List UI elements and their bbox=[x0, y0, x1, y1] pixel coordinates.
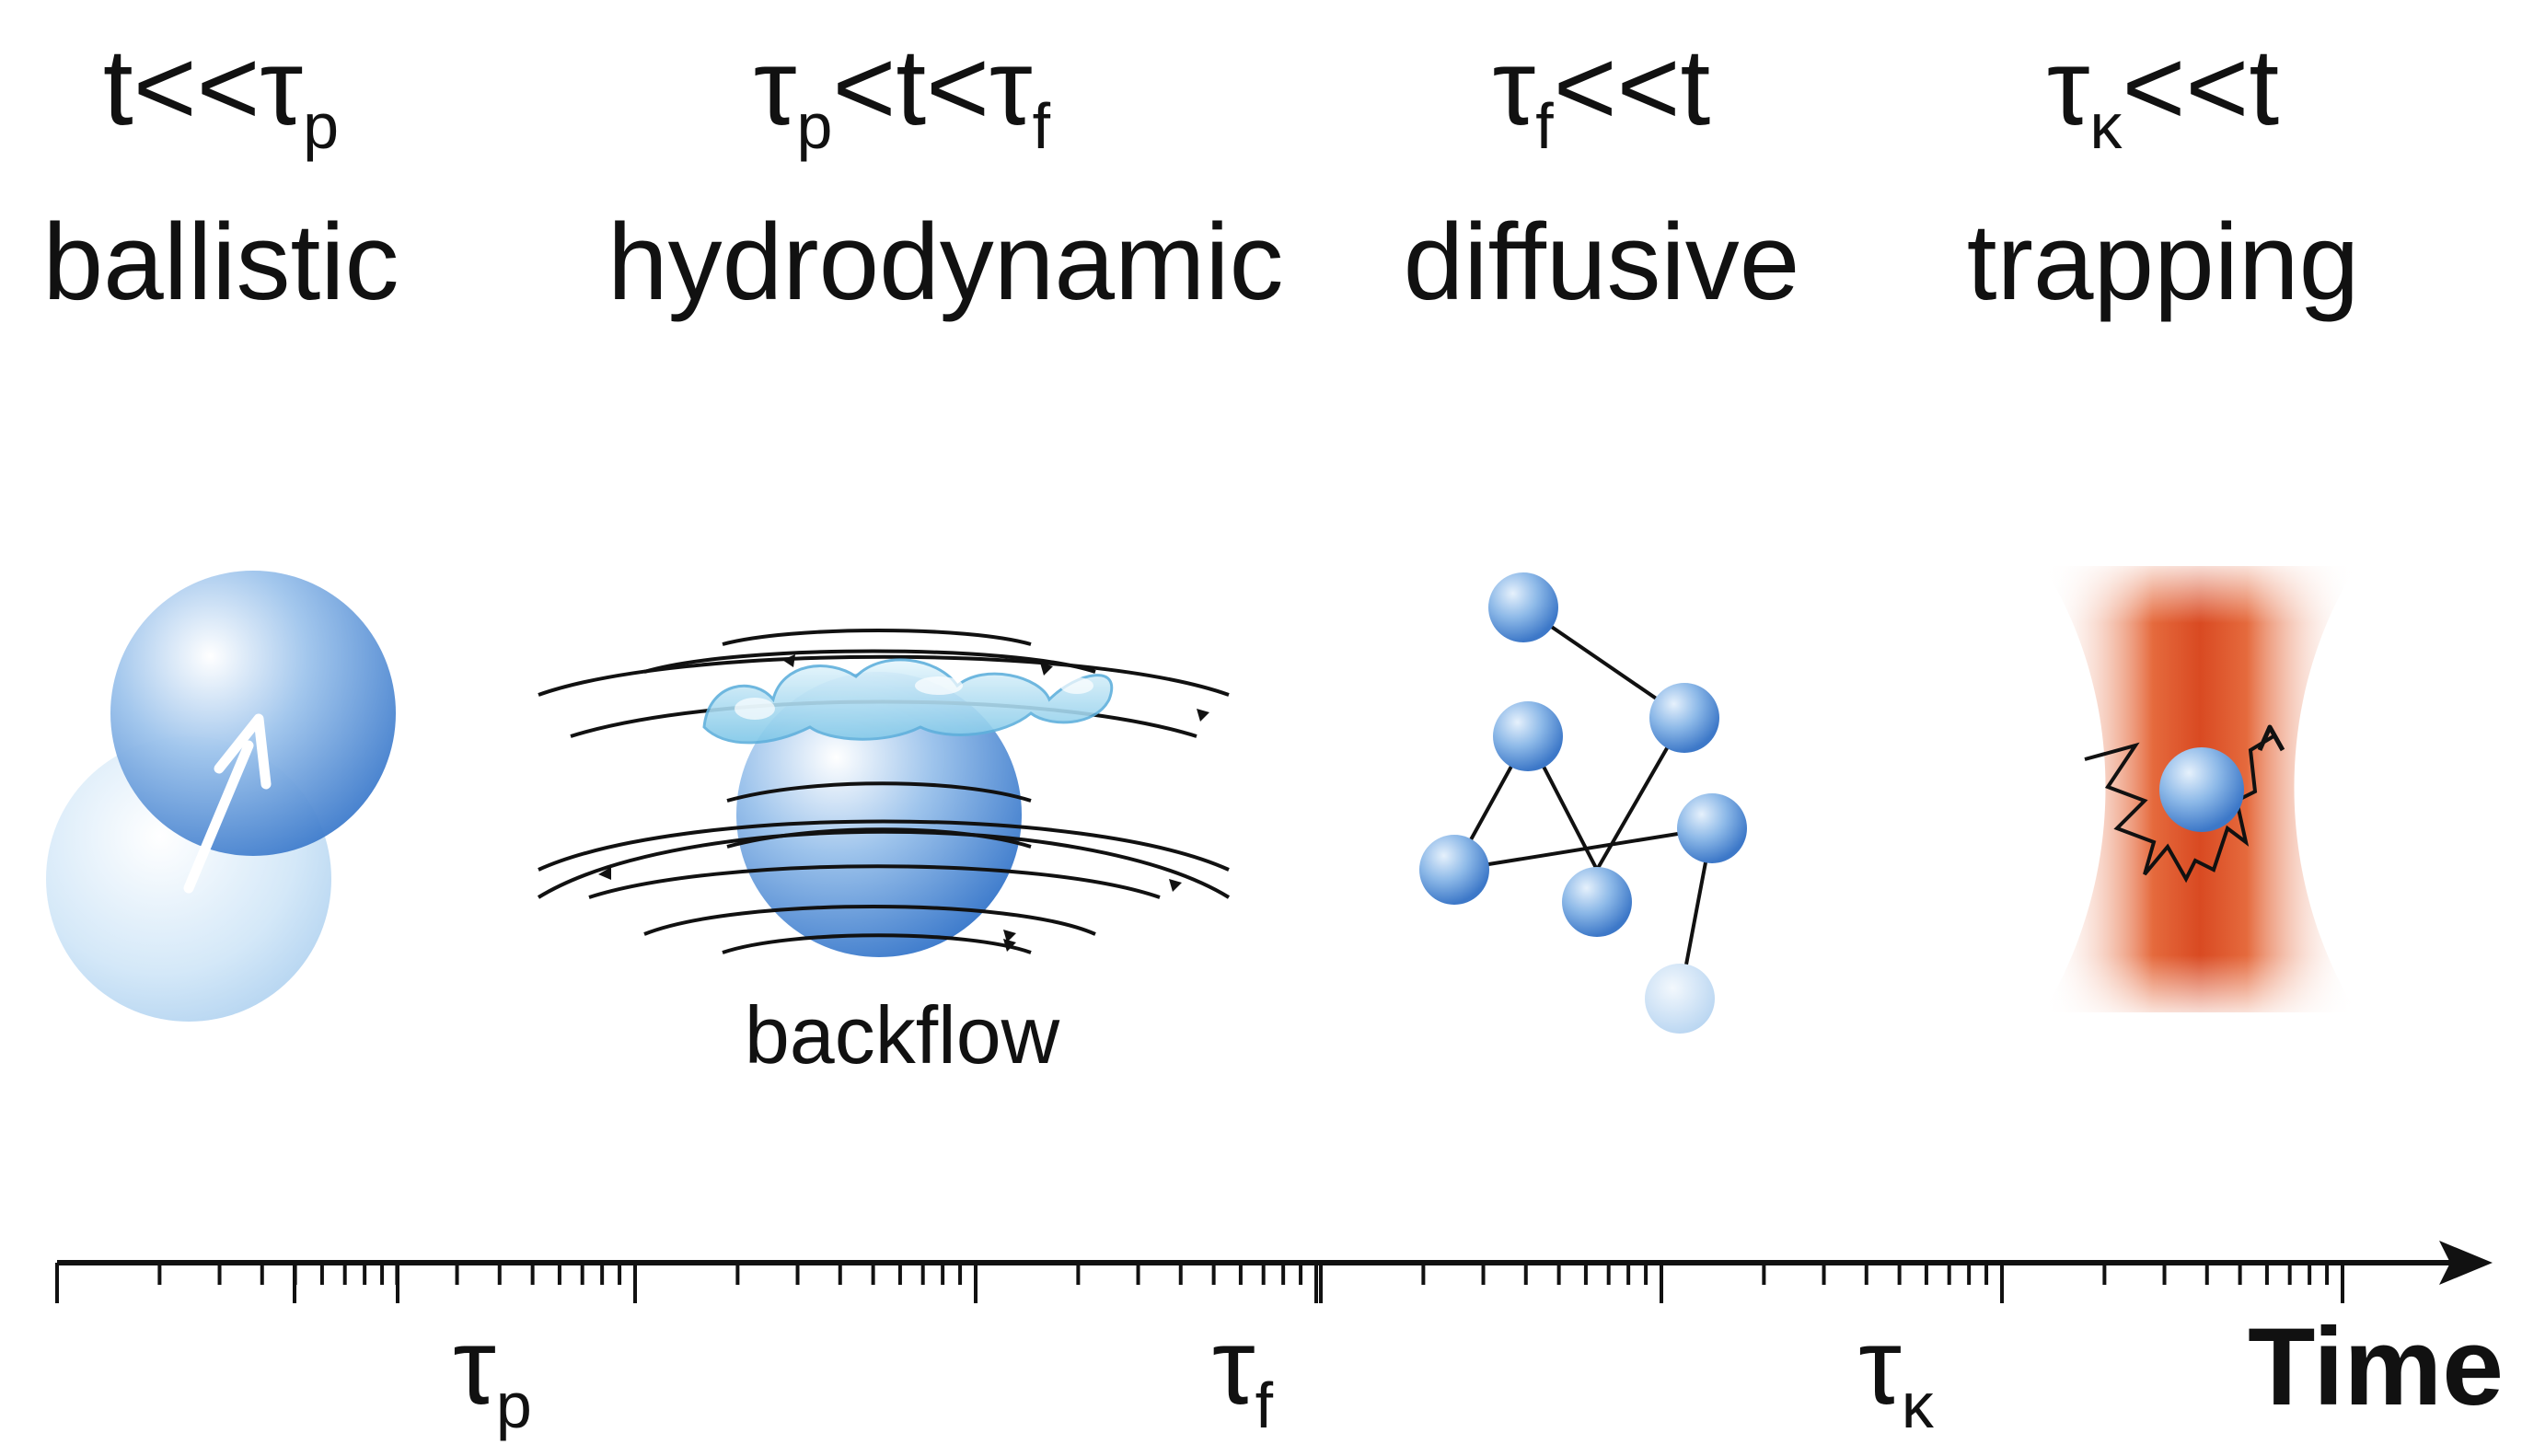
trapping-illustration bbox=[2025, 552, 2375, 1026]
axis-tick-label-tau-kappa: τκ bbox=[1776, 1298, 2016, 1438]
regime-name-ballistic: ballistic bbox=[42, 202, 399, 323]
streamlines bbox=[537, 629, 1231, 954]
condition-text-after: <t<τ bbox=[832, 27, 1033, 148]
axis-tick-label-tau-f: τf bbox=[1123, 1298, 1362, 1438]
ballistic-illustration bbox=[46, 571, 396, 1022]
velocity-arrow-head bbox=[214, 713, 272, 790]
trapped-particle bbox=[2159, 747, 2244, 832]
diffusion-particle bbox=[1488, 572, 1558, 642]
diffusion-particle bbox=[1493, 701, 1563, 771]
diffusion-particle bbox=[1419, 835, 1489, 905]
velocity-arrow bbox=[183, 740, 254, 894]
condition-subscript-after: f bbox=[1032, 90, 1051, 162]
condition-text: τ bbox=[2046, 27, 2090, 148]
random-walk-path bbox=[1451, 606, 1715, 1000]
streamline-arrows bbox=[598, 654, 1209, 952]
hydrodynamic-illustration bbox=[537, 629, 1231, 957]
diffusion-particle-start bbox=[1645, 964, 1715, 1034]
time-axis bbox=[55, 1241, 2493, 1303]
regime-hydrodynamic: τp<t<τf hydrodynamic bbox=[607, 18, 1284, 331]
tick-symbol: τ bbox=[453, 1306, 496, 1427]
diffusion-particle bbox=[1562, 867, 1632, 937]
tick-subscript: p bbox=[495, 1369, 532, 1441]
condition-subscript: f bbox=[1535, 90, 1554, 162]
backflow-label: backflow bbox=[744, 989, 1060, 1080]
condition-text: τ bbox=[753, 27, 797, 148]
regime-ballistic: t<<τp ballistic bbox=[0, 18, 515, 331]
trajectory-arrowhead bbox=[2257, 724, 2285, 752]
condition-text-after: <<t bbox=[2122, 27, 2280, 148]
diffusion-particle bbox=[1649, 683, 1719, 753]
tick-symbol: τ bbox=[1211, 1306, 1255, 1427]
condition-text-after: <<t bbox=[1553, 27, 1711, 148]
regime-trapping: τκ<<t trapping bbox=[1868, 18, 2458, 331]
regime-diffusive: τf<<t diffusive bbox=[1307, 18, 1896, 331]
regime-name-hydrodynamic: hydrodynamic bbox=[607, 202, 1284, 323]
regime-name-diffusive: diffusive bbox=[1403, 202, 1800, 323]
condition-text: t<<τ bbox=[102, 27, 304, 148]
diffusive-illustration bbox=[1419, 572, 1747, 1034]
particle-current bbox=[110, 571, 396, 856]
condition-subscript: κ bbox=[2089, 90, 2123, 162]
axis-arrowhead bbox=[2439, 1241, 2493, 1285]
condition-diffusive: τf<<t bbox=[1307, 18, 1896, 158]
axis-tick-label-tau-p: τp bbox=[373, 1298, 612, 1438]
regime-name-trapping: trapping bbox=[1966, 202, 2360, 323]
log-ticks bbox=[55, 1263, 2344, 1303]
tick-subscript: κ bbox=[1901, 1369, 1934, 1441]
condition-ballistic: t<<τp bbox=[0, 18, 515, 158]
tick-symbol: τ bbox=[1858, 1306, 1902, 1427]
condition-text: τ bbox=[1492, 27, 1536, 148]
condition-hydrodynamic: τp<t<τf bbox=[607, 18, 1197, 158]
tick-subscript: f bbox=[1255, 1369, 1274, 1441]
diffusion-particle bbox=[1677, 793, 1747, 863]
condition-trapping: τκ<<t bbox=[1868, 18, 2458, 158]
condition-subscript: p bbox=[303, 90, 340, 162]
backflow-splash bbox=[702, 658, 1113, 745]
condition-subscript: p bbox=[796, 90, 833, 162]
axis-title: Time bbox=[2248, 1305, 2504, 1428]
particle-hydrodynamic bbox=[736, 672, 1022, 957]
